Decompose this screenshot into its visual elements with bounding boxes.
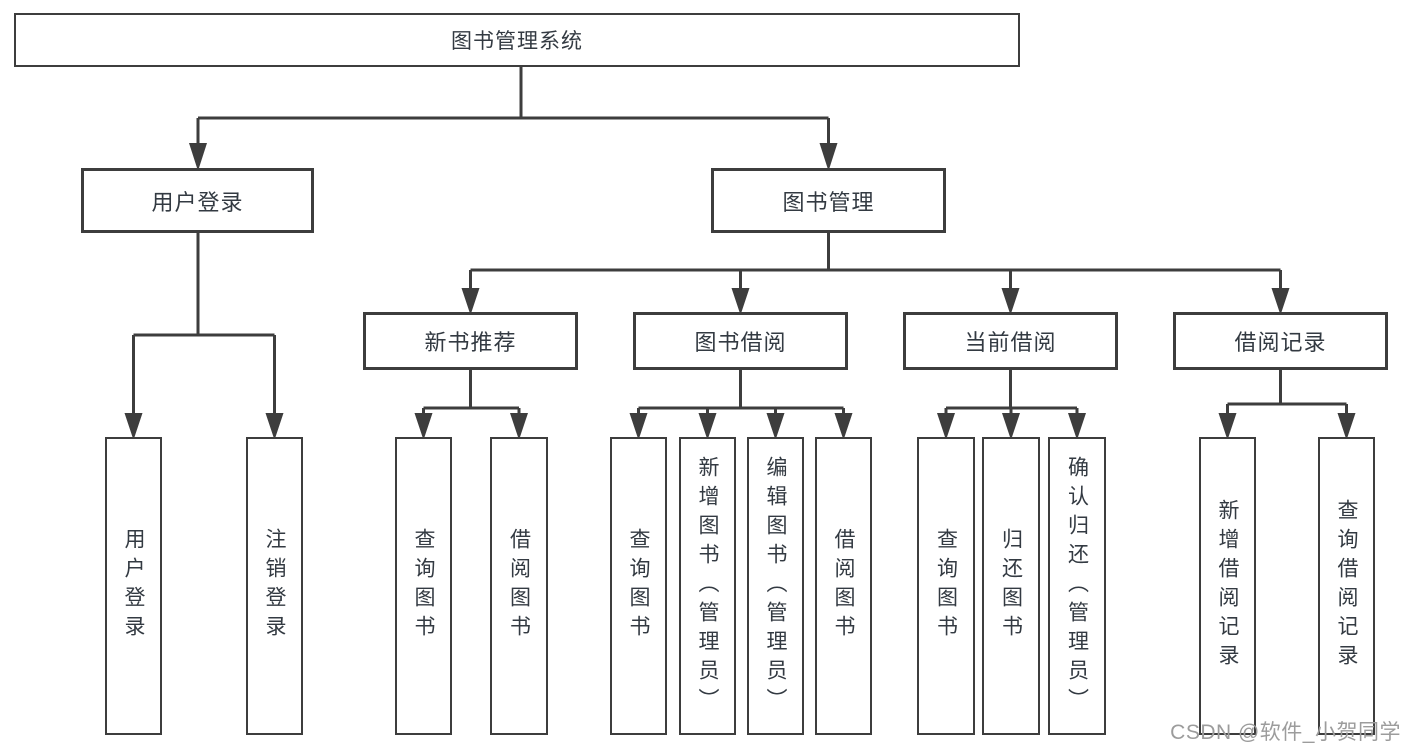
node-root-system: 图书管理系统 [14,13,1020,67]
leaf-user-login: 用户登录 [105,437,162,735]
leaf-records-add-record: 新增借阅记录 [1199,437,1256,735]
arrowhead-icons [124,143,1356,440]
leaf-records-query-record: 查询借阅记录 [1318,437,1375,735]
node-user-login: 用户登录 [81,168,314,233]
leaf-borrowing-query-books: 查询图书 [610,437,667,735]
leaf-current-query-books: 查询图书 [917,437,975,735]
node-borrowing-records: 借阅记录 [1173,312,1388,370]
leaf-newbooks-borrow-books: 借阅图书 [490,437,548,735]
csdn-watermark: CSDN @软件_小贺同学 [1170,721,1401,744]
leaf-current-return-books: 归还图书 [982,437,1040,735]
leaf-newbooks-query-books: 查询图书 [395,437,452,735]
leaf-borrowing-add-books-admin: 新增图书（管理员） [679,437,736,735]
node-new-book-recommend: 新书推荐 [363,312,578,370]
leaf-borrowing-borrow-books: 借阅图书 [815,437,872,735]
node-book-borrowing: 图书借阅 [633,312,848,370]
leaf-logout: 注销登录 [246,437,303,735]
node-book-management: 图书管理 [711,168,946,233]
node-current-borrowing: 当前借阅 [903,312,1118,370]
leaf-borrowing-edit-books-admin: 编辑图书（管理员） [747,437,804,735]
leaf-current-confirm-return-admin: 确认归还（管理员） [1048,437,1106,735]
